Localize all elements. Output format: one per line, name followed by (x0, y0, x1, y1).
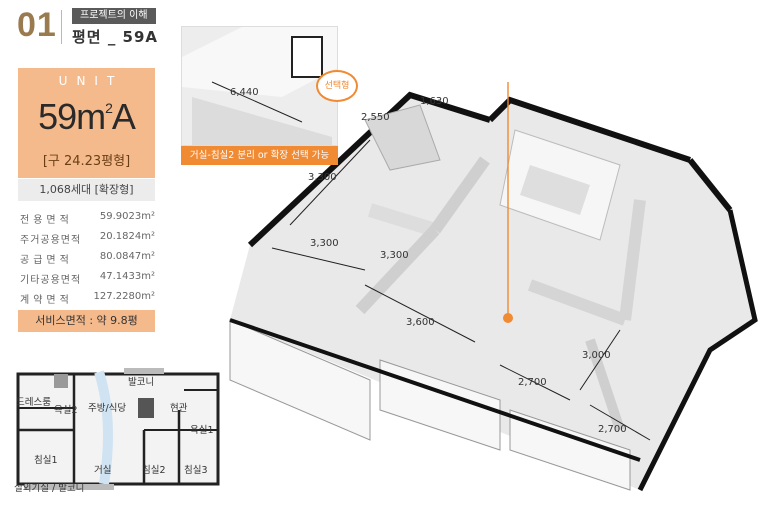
dim-3300c: 3,300 (380, 250, 409, 261)
room-label-living: 거실 (94, 465, 112, 476)
room-label-bath2: 욕실2 (54, 405, 78, 416)
section-badge: 프로젝트의 이해 (72, 8, 156, 24)
households-badge: 1,068세대 [확장형] (18, 179, 155, 201)
dim-3300a: 3,300 (308, 172, 337, 183)
dim-1630: 1,630 (420, 96, 449, 107)
unit-type: 59m2A (38, 96, 136, 137)
unit-card: UNIT 59m2A [구 24.23평형] (18, 68, 155, 178)
dim-2550: 2,550 (361, 112, 390, 123)
isometric-floor-plan: 2,550 1,630 3,300 3,300 3,300 3,600 2,70… (170, 20, 773, 509)
option-caption: 거실-침실2 분리 or 확장 선택 가능 (181, 146, 338, 165)
room-label-balcony-top: 발코니 (128, 377, 155, 388)
room-label-bed2: 침실2 (142, 465, 166, 476)
mini-floor-plan: 드레스룸 욕실2 주방/식당 발코니 현관 욕실1 침실1 거실 침실2 침실3… (14, 360, 224, 494)
inset-svg (182, 27, 337, 145)
option-plan-inset: 6,440 (181, 26, 338, 146)
mini-plan-svg (16, 368, 220, 490)
room-label-bed1: 침실1 (34, 455, 58, 466)
service-area-badge: 서비스면적 : 약 9.8평 (18, 310, 155, 332)
option-marker-dot (503, 313, 513, 323)
unit-pyeong: [구 24.23평형] (42, 154, 131, 169)
dim-3600: 3,600 (406, 317, 435, 328)
header-divider (61, 10, 62, 44)
dim-2700a: 2,700 (518, 377, 547, 388)
dim-3000: 3,000 (582, 350, 611, 361)
option-badge: 선택형 (316, 70, 358, 102)
unit-label: UNIT (58, 74, 124, 88)
dim-3300b: 3,300 (310, 238, 339, 249)
room-label-kitchen: 주방/식당 (88, 403, 127, 414)
room-label-bath1: 욕실1 (190, 425, 214, 436)
room-label-dress: 드레스룸 (16, 397, 51, 408)
inset-dim-6440: 6,440 (230, 87, 259, 98)
dim-2700b: 2,700 (598, 424, 627, 435)
room-label-outdoor-balcony: 실외기실 / 발코니 (14, 483, 85, 494)
isometric-plan-svg (229, 82, 758, 492)
page-title: 평면 _ 59A (72, 28, 159, 46)
section-number: 01 (17, 6, 57, 44)
room-label-bed3: 침실3 (184, 465, 208, 476)
room-label-entrance: 현관 (170, 403, 188, 414)
